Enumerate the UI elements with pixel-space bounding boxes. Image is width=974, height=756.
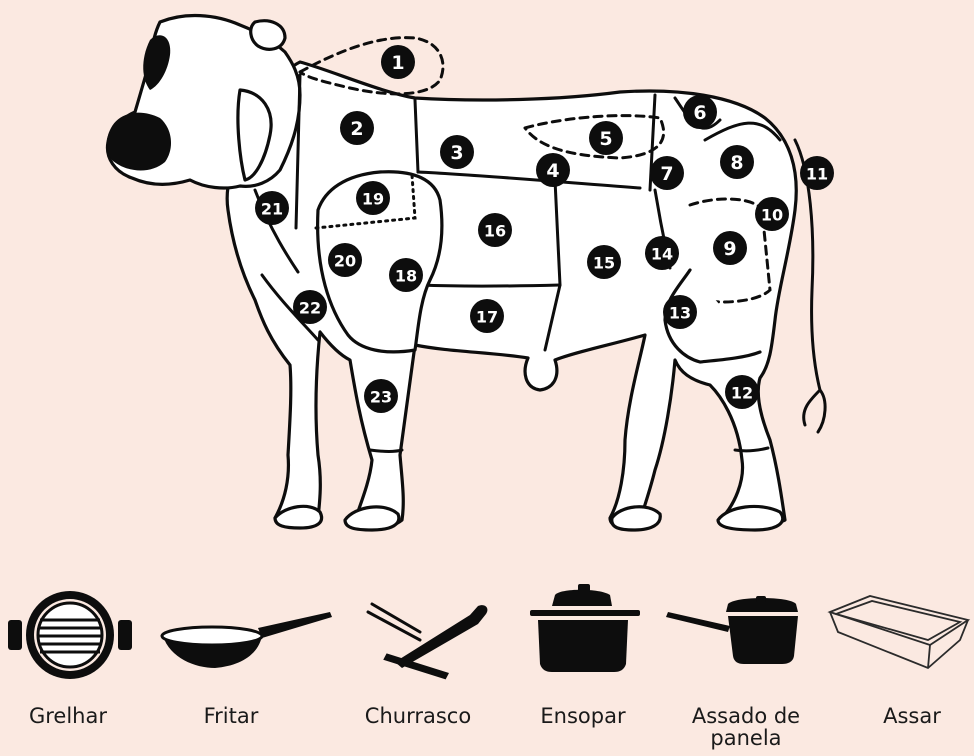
cut-marker-23: 23 <box>364 379 398 413</box>
cut-number: 19 <box>362 190 384 209</box>
frying-pan-icon <box>162 612 332 668</box>
cut-marker-10: 10 <box>755 197 789 231</box>
cut-marker-7: 7 <box>650 156 684 190</box>
cut-number: 21 <box>261 200 283 219</box>
cut-marker-4: 4 <box>536 153 570 187</box>
grill-icon <box>8 591 132 679</box>
method-label-saucepan: Assado de panela <box>676 705 816 749</box>
stew-pot-icon <box>530 584 640 672</box>
cut-number: 1 <box>391 52 404 74</box>
barbecue-fork-knife-icon <box>368 604 487 686</box>
cut-marker-18: 18 <box>389 258 423 292</box>
cut-marker-15: 15 <box>587 245 621 279</box>
cut-number: 9 <box>723 238 736 260</box>
cut-number: 18 <box>395 267 417 286</box>
cut-number: 20 <box>334 252 356 271</box>
cut-number: 7 <box>660 163 673 185</box>
hoof-2 <box>345 507 399 530</box>
hoof-3 <box>612 507 661 530</box>
method-label-barbecue-fork-knife: Churrasco <box>338 705 498 727</box>
cut-marker-16: 16 <box>478 213 512 247</box>
cut-number: 2 <box>350 118 363 140</box>
cut-marker-8: 8 <box>720 145 754 179</box>
cut-marker-1: 1 <box>381 45 415 79</box>
cut-marker-9: 9 <box>713 231 747 265</box>
cut-number: 22 <box>299 299 321 318</box>
cut-number: 13 <box>669 304 691 323</box>
cut-marker-12: 12 <box>725 375 759 409</box>
cut-number: 10 <box>761 206 783 225</box>
cut-marker-20: 20 <box>328 243 362 277</box>
cut-number: 3 <box>450 142 463 164</box>
cut-number: 8 <box>730 152 743 174</box>
cow-tail-tuft <box>804 390 825 432</box>
cow-horn <box>251 21 285 49</box>
cut-number: 16 <box>484 222 506 241</box>
cut-marker-19: 19 <box>356 181 390 215</box>
method-label-baking-dish: Assar <box>832 705 974 727</box>
cut-marker-11: 11 <box>800 156 834 190</box>
saucepan-icon <box>666 596 798 664</box>
method-label-grill: Grelhar <box>0 705 148 727</box>
cut-marker-13: 13 <box>663 295 697 329</box>
method-label-frying-pan: Fritar <box>151 705 311 727</box>
cut-marker-22: 22 <box>293 290 327 324</box>
baking-dish-icon <box>830 596 968 668</box>
cut-number: 15 <box>593 254 615 273</box>
cow-muzzle <box>107 113 171 171</box>
cut-number: 12 <box>731 384 753 403</box>
cut-number: 14 <box>651 245 673 264</box>
cut-marker-14: 14 <box>645 236 679 270</box>
cut-marker-3: 3 <box>440 135 474 169</box>
cut-number: 11 <box>806 165 828 184</box>
cut-number: 17 <box>476 308 498 327</box>
cut-number: 6 <box>693 102 706 124</box>
cut-marker-21: 21 <box>255 191 289 225</box>
cut-number: 5 <box>599 128 612 150</box>
cut-marker-17: 17 <box>470 299 504 333</box>
cut-marker-2: 2 <box>340 111 374 145</box>
cut-number: 23 <box>370 388 392 407</box>
method-label-stew-pot: Ensopar <box>503 705 663 727</box>
cut-marker-5: 5 <box>589 121 623 155</box>
cut-marker-6: 6 <box>683 95 717 129</box>
cut-number: 4 <box>546 160 559 182</box>
